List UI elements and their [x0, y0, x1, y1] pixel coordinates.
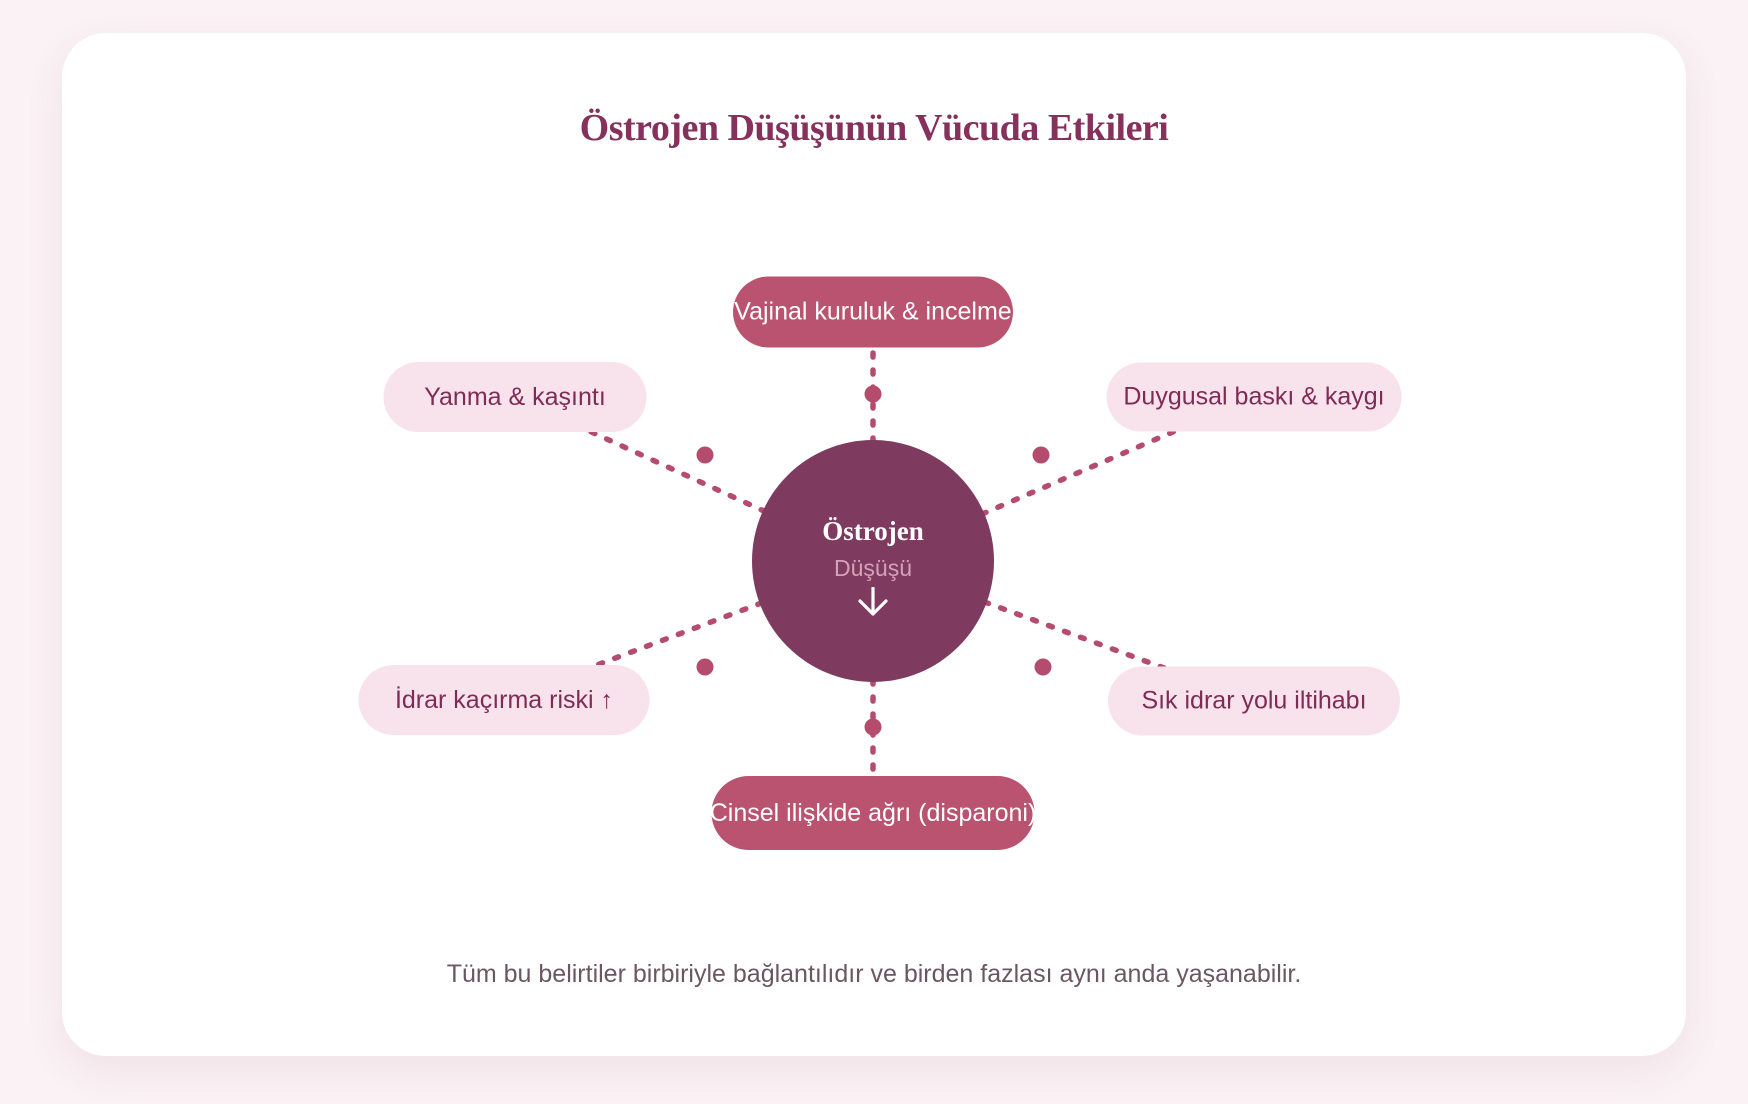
node-idrar-kacirma: İdrar kaçırma riski ↑ — [358, 665, 650, 735]
page-title: Östrojen Düşüşünün Vücuda Etkileri — [579, 107, 1169, 149]
center-node-title: Östrojen — [822, 516, 924, 547]
node-sik-idrar-iltihabi: Sık idrar yolu iltihabı — [1108, 666, 1400, 736]
node-cinsel-iliskide-agri: Cinsel ilişkide ağrı (disparoni) — [709, 776, 1037, 850]
center-node-estrogen: Östrojen Düşüşü — [752, 440, 994, 682]
node-label: Cinsel ilişkide ağrı (disparoni) — [709, 798, 1037, 827]
center-node-subtitle: Düşüşü — [834, 554, 912, 581]
node-label: Duygusal baskı & kaygı — [1123, 382, 1385, 411]
node-label: İdrar kaçırma riski ↑ — [394, 685, 614, 714]
down-arrow-icon — [858, 586, 888, 616]
node-yanma-kasinti: Yanma & kaşıntı — [383, 362, 647, 432]
node-label: Yanma & kaşıntı — [424, 382, 606, 411]
node-vajinal-kuruluk: Vajinal kuruluk & incelme — [733, 276, 1013, 348]
footer-caption: Tüm bu belirtiler birbiriyle bağlantılıd… — [446, 960, 1302, 988]
node-duygusal-baski: Duygusal baskı & kaygı — [1106, 362, 1402, 432]
node-label: Sık idrar yolu iltihabı — [1141, 686, 1367, 715]
node-label: Vajinal kuruluk & incelme — [734, 297, 1012, 326]
